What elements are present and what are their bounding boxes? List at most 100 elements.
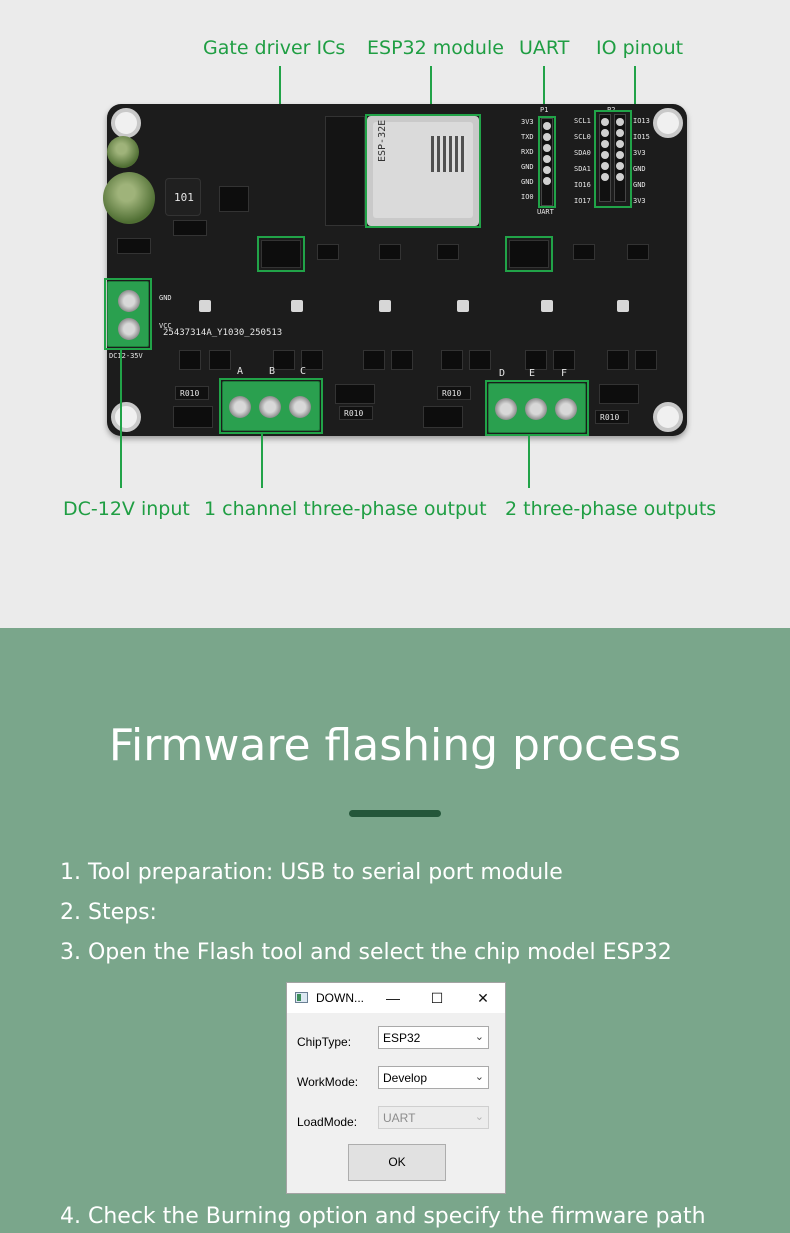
mount-hole	[653, 108, 683, 138]
chevron-down-icon: ⌄	[474, 1111, 484, 1123]
mosfet	[607, 350, 629, 370]
shunt-label: R010	[180, 389, 200, 398]
gnd-label: GND	[159, 294, 172, 302]
io-left-4: IO16	[574, 181, 591, 189]
chip-type-label: ChipType:	[297, 1035, 352, 1049]
uart-pin-5: IO0	[521, 193, 534, 201]
step-1: 1. Tool preparation: USB to serial port …	[60, 860, 563, 885]
chevron-down-icon: ⌄	[474, 1071, 484, 1083]
qr-code	[431, 136, 467, 172]
work-mode-select[interactable]: Develop ⌄	[378, 1066, 489, 1089]
uart-header	[541, 118, 553, 206]
chip-type-value: ESP32	[383, 1031, 421, 1045]
io-right-2: 3V3	[633, 149, 646, 157]
phase-d: D	[499, 368, 506, 379]
shunt-resistor: R010	[339, 406, 373, 420]
diode	[291, 300, 303, 312]
mosfet	[553, 350, 575, 370]
screw	[525, 398, 547, 420]
mount-hole	[111, 108, 141, 138]
close-button[interactable]: ✕	[477, 990, 489, 1006]
uart-silk-name: UART	[537, 208, 554, 216]
transistor	[117, 238, 151, 254]
diode	[199, 300, 211, 312]
io-left-5: IO17	[574, 197, 591, 205]
mosfet	[209, 350, 231, 370]
process-title: Firmware flashing process	[108, 720, 682, 771]
shunt-label: R010	[442, 389, 462, 398]
io-left-0: SCL1	[574, 117, 591, 125]
mosfet	[301, 350, 323, 370]
transistor	[173, 220, 207, 236]
phase-c: C	[300, 366, 307, 377]
uart-pin-1: TXD	[521, 133, 534, 141]
dialog-titlebar[interactable]: DOWN... — ☐ ✕	[287, 983, 505, 1013]
callout-io-pinout: IO pinout	[596, 37, 684, 59]
flash-tool-dialog: DOWN... — ☐ ✕ ChipType: ESP32 ⌄ WorkMode…	[286, 982, 506, 1194]
antenna-area	[325, 116, 365, 226]
callout-two-outputs: 2 three-phase outputs	[505, 498, 717, 520]
mosfet	[273, 350, 295, 370]
uart-header-label: P1	[540, 106, 549, 114]
work-mode-value: Develop	[383, 1071, 428, 1085]
io-left-1: SCL0	[574, 133, 591, 141]
uart-pin-0: 3V3	[521, 118, 534, 126]
shunt-label: R010	[600, 413, 620, 422]
mosfet	[391, 350, 413, 370]
leader-two-outputs	[528, 436, 530, 488]
uart-pin-2: RXD	[521, 148, 534, 156]
mosfet	[363, 350, 385, 370]
leader-uart	[543, 66, 545, 118]
phase-e: E	[529, 368, 536, 379]
callout-gate-driver: Gate driver ICs	[203, 37, 346, 59]
gate-driver-highlight-1	[257, 236, 305, 272]
small-ic	[627, 244, 649, 260]
mosfet	[441, 350, 463, 370]
minimize-button[interactable]: —	[386, 990, 400, 1006]
current-sense-ic	[599, 384, 639, 404]
small-ic	[573, 244, 595, 260]
current-sense-ic	[335, 384, 375, 404]
io-highlight	[594, 110, 632, 208]
inductor-label: 101	[174, 191, 194, 204]
work-mode-label: WorkMode:	[297, 1075, 359, 1089]
callout-esp32-module: ESP32 module	[367, 37, 504, 59]
gate-driver-highlight-2	[505, 236, 553, 272]
callout-uart: UART	[519, 37, 570, 59]
io-right-1: IO15	[633, 133, 650, 141]
mount-hole	[111, 402, 141, 432]
io-right-4: GND	[633, 181, 646, 189]
load-mode-label: LoadMode:	[297, 1115, 358, 1129]
leader-esp32	[430, 66, 432, 116]
screw	[118, 318, 140, 340]
screw	[289, 396, 311, 418]
uart-pin-3: GND	[521, 163, 534, 171]
output-b-highlight	[485, 380, 589, 436]
small-ic	[437, 244, 459, 260]
vcc-label: VCC	[159, 322, 172, 330]
product-section: Gate driver ICs ESP32 module UART IO pin…	[63, 37, 717, 520]
screw	[118, 290, 140, 312]
chip-type-select[interactable]: ESP32 ⌄	[378, 1026, 489, 1049]
maximize-button[interactable]: ☐	[430, 990, 444, 1006]
output-terminal-def	[488, 383, 586, 433]
inductor: 101	[165, 178, 201, 216]
load-mode-select: UART ⌄	[378, 1106, 489, 1129]
diode	[379, 300, 391, 312]
phase-a: A	[237, 366, 244, 377]
ok-button[interactable]: OK	[348, 1144, 446, 1181]
step-2: 2. Steps:	[60, 900, 157, 925]
mosfet	[525, 350, 547, 370]
uart-highlight	[538, 116, 556, 208]
callout-dc-input: DC-12V input	[63, 498, 190, 520]
dialog-title: DOWN...	[316, 991, 364, 1005]
shunt-resistor: R010	[175, 386, 209, 400]
leader-one-channel	[261, 434, 263, 488]
shunt-resistor: R010	[437, 386, 471, 400]
step-3: 3. Open the Flash tool and select the ch…	[60, 940, 672, 965]
esp32-highlight	[365, 114, 481, 228]
io-right-3: GND	[633, 165, 646, 173]
output-a-highlight	[219, 378, 323, 434]
title-divider	[349, 810, 441, 817]
small-ic	[317, 244, 339, 260]
